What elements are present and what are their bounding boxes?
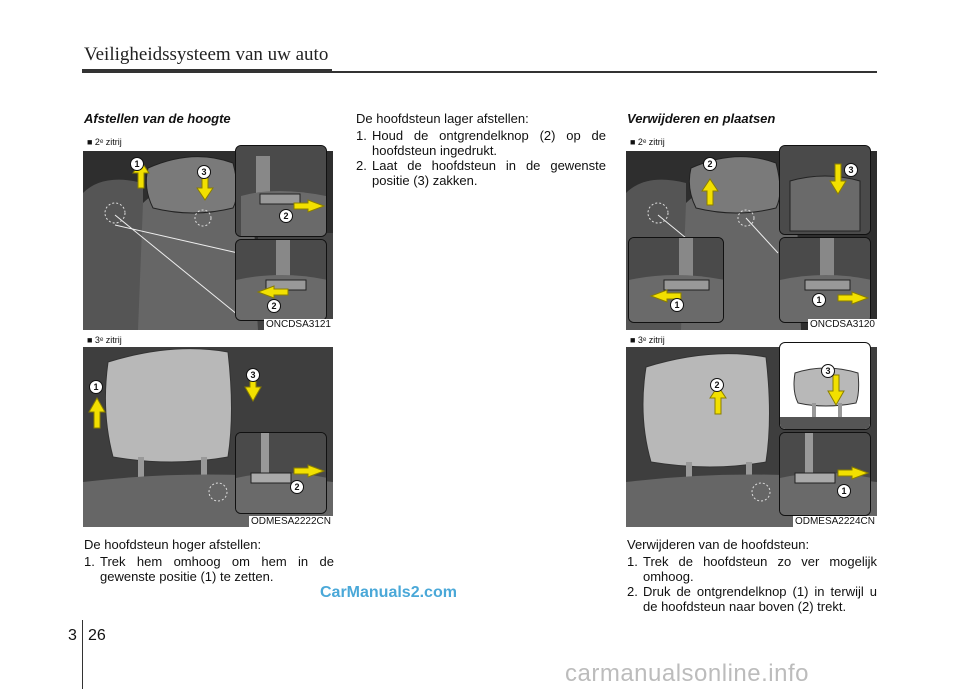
watermark-link[interactable]: CarManuals2.com [320,584,457,601]
chapter-title: Veiligheidssysteem van uw auto [84,44,329,65]
section-title-height-adjust: Afstellen van de hoogte [84,111,231,126]
figure-code: ONCDSA3121 [263,319,333,330]
page-number: 26 [88,627,106,644]
figure-second-row-remove: ■ 2ᵉ zitrij 2 3 1 1 ONCDSA3120 [626,133,877,330]
list-item: 1.Trek hem omhoog om hem in de gewenste … [84,554,334,584]
inset-release-button [235,432,327,514]
callout-1: 1 [89,380,103,394]
inset-illustration [780,433,870,515]
inset-illustration [780,146,870,234]
callout-3: 3 [246,368,260,382]
inset-release-button [779,432,871,516]
callout-3: 3 [844,163,858,177]
inset-illustration [780,343,870,429]
inset-release-button-right [779,237,871,323]
page-chapter: 3 [68,627,77,644]
steps-lower: 1.Houd de ontgrendelknop (2) op de hoofd… [356,128,606,188]
inset-release-button-bottom [235,239,327,321]
figure-code: ODMESA2224CN [792,516,877,527]
figure-label-row2: ■ 2ᵉ zitrij [85,136,124,148]
inset-release-button-top [235,145,327,237]
list-item: 1.Houd de ontgrendelknop (2) op de hoofd… [356,128,606,158]
inset-illustration [236,433,326,513]
callout-2: 2 [703,157,717,171]
callout-2: 2 [710,378,724,392]
figure-code: ONCDSA3120 [807,319,877,330]
figure-label-row3: ■ 3ᵉ zitrij [85,334,124,346]
steps-remove: 1.Trek de hoofdsteun zo ver mogelijk omh… [627,554,877,614]
intro-lower: De hoofdsteun lager afstellen: [356,111,529,126]
inset-headrest-removed [779,145,871,235]
figure-label-row3: ■ 3ᵉ zitrij [628,334,667,346]
list-item: 1.Trek de hoofdsteun zo ver mogelijk omh… [627,554,877,584]
steps-raise: 1.Trek hem omhoog om hem in de gewenste … [84,554,334,584]
callout-1: 1 [670,298,684,312]
callout-1: 1 [837,484,851,498]
figure-third-row-headrest: ■ 3ᵉ zitrij 1 3 2 ODMESA2222CN [83,332,333,527]
callout-3: 3 [197,165,211,179]
figure-label-row2: ■ 2ᵉ zitrij [628,136,667,148]
inset-headrest-lifted [779,342,871,430]
figure-second-row-headrest: ■ 2ᵉ zitrij 1 3 2 2 ONCDSA3121 [83,133,333,330]
header-rule [82,71,877,73]
callout-1: 1 [130,157,144,171]
callout-3: 3 [821,364,835,378]
list-item: 2.Laat de hoofdsteun in de gewenste posi… [356,158,606,188]
section-title-remove-install: Verwijderen en plaatsen [627,111,776,126]
intro-raise: De hoofdsteun hoger afstellen: [84,537,262,552]
callout-2: 2 [267,299,281,313]
intro-remove: Verwijderen van de hoofdsteun: [627,537,810,552]
inset-illustration [236,146,326,236]
list-item: 2.Druk de ontgrendelknop (1) in terwijl … [627,584,877,614]
callout-2: 2 [290,480,304,494]
callout-1: 1 [812,293,826,307]
figure-third-row-remove: ■ 3ᵉ zitrij 2 3 1 ODMESA2224CN [626,332,877,527]
inset-illustration [236,240,326,320]
page-divider [82,620,83,689]
callout-2: 2 [279,209,293,223]
site-watermark: carmanualsonline.info [565,660,809,687]
figure-code: ODMESA2222CN [248,516,333,527]
inset-illustration [780,238,870,322]
